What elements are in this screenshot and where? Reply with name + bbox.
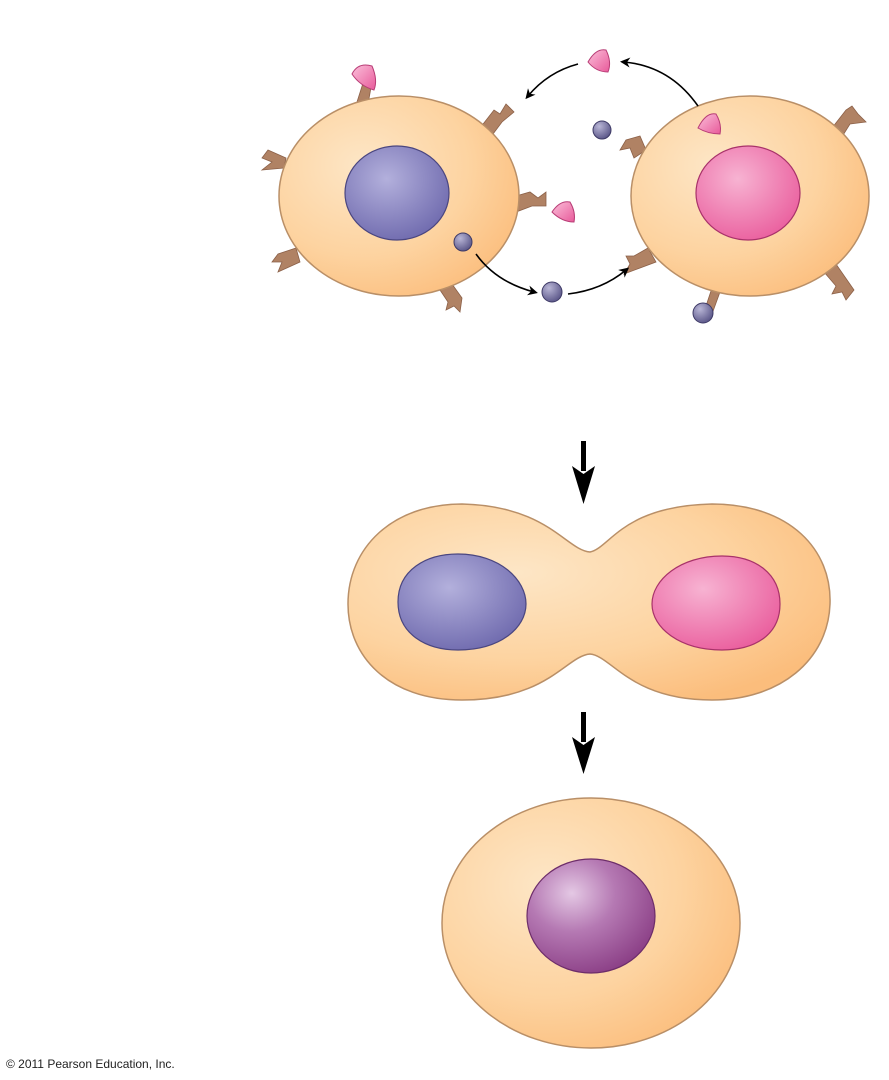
right-cell-nucleus — [695, 145, 801, 241]
fused-cell-nucleus — [526, 858, 656, 974]
fusing-cell-blue-nucleus — [397, 553, 527, 651]
fusing-cell-pink-nucleus — [651, 555, 781, 651]
exchange-arrows — [475, 57, 699, 296]
down-arrow-icon — [572, 441, 595, 504]
blue-molecule-icon — [541, 281, 563, 303]
blue-molecule-icon — [453, 232, 473, 252]
pink-molecule-icon — [697, 113, 721, 135]
blue-molecule-icon — [692, 302, 714, 324]
curved-arrow-icon — [620, 57, 699, 107]
curved-arrow-icon — [525, 63, 579, 100]
pink-molecule-icon — [351, 64, 377, 91]
down-arrow-icon — [572, 712, 595, 774]
pink-molecule-icon — [587, 49, 611, 73]
copyright-notice: © 2011 Pearson Education, Inc. — [6, 1057, 175, 1071]
pink-molecule-icon — [551, 201, 575, 223]
left-cell-nucleus — [344, 145, 450, 241]
free-signals — [541, 49, 612, 303]
curved-arrow-icon — [567, 267, 630, 295]
fused-cell — [441, 797, 741, 1049]
right-cell — [619, 95, 870, 324]
left-cell — [260, 64, 547, 313]
curved-arrow-icon — [475, 253, 538, 296]
fusing-cell — [347, 503, 831, 701]
blue-molecule-icon — [592, 120, 612, 140]
fusing-cell-body — [347, 503, 831, 701]
